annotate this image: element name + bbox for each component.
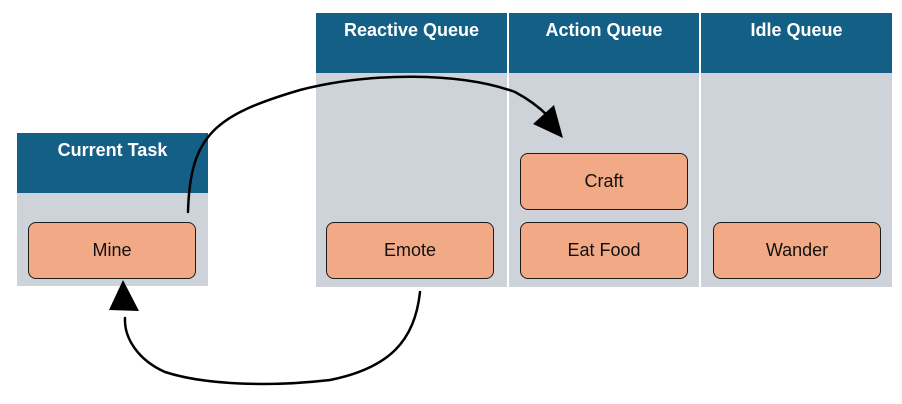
idle-queue-header: Idle Queue (701, 13, 892, 73)
reactive-queue-header: Reactive Queue (316, 13, 507, 73)
arrow-reactive-to-current-task (123, 290, 422, 386)
action-queue-header: Action Queue (509, 13, 699, 73)
task-wander[interactable]: Wander (713, 222, 881, 279)
task-mine[interactable]: Mine (28, 222, 196, 279)
current-task-header: Current Task (17, 133, 208, 193)
task-emote[interactable]: Emote (326, 222, 494, 279)
task-eat-food[interactable]: Eat Food (520, 222, 688, 279)
task-craft[interactable]: Craft (520, 153, 688, 210)
